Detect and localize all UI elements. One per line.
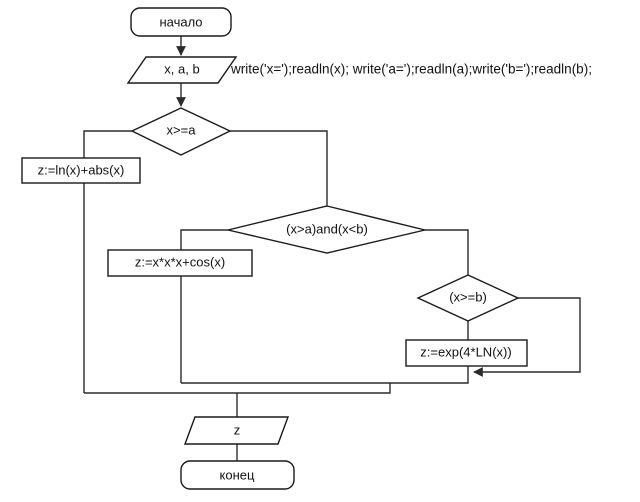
node-process3-box[interactable] [405,339,528,367]
node-decision1-diamond[interactable] [130,107,232,156]
connector-decision2-false-to-decision3 [425,229,469,275]
node-input-parallelogram[interactable] [126,56,238,84]
node-process2-label: z:=x*x*x+cos(x) [135,254,225,269]
connector-process3-to-merge [181,366,469,384]
connector-decision3-false-bypass [473,297,581,377]
node-end-terminator[interactable] [180,460,295,490]
node-decision3-diamond[interactable] [416,274,520,322]
connector-decision2-true-branch [180,229,228,383]
node-process1-label: z:=ln(x)+abs(x) [38,162,125,177]
node-end-label: конец [220,467,255,482]
node-process2-box[interactable] [107,249,253,277]
node-process3-label: z:=exp(4*LN(x)) [420,344,511,359]
node-decision2-diamond[interactable] [227,205,426,254]
node-decision3-label: (x>=b) [449,289,487,304]
node-input-annotation: write('x=');readln(x); write('a=');readl… [230,62,592,77]
node-decision2-label: (x>a)and(x<b) [286,221,368,236]
connector-merge-rail [84,383,391,394]
connector-decision1-true-branch [83,130,132,393]
node-output-parallelogram[interactable] [183,416,290,445]
node-input-label: x, a, b [164,61,199,76]
node-decision1-label: x>=a [167,122,197,137]
node-start-label: начало [159,14,202,29]
connector-decision1-false-to-decision2 [230,130,328,206]
node-start-terminator[interactable] [130,7,232,37]
node-process1-box[interactable] [21,157,141,184]
node-output-label: z [234,422,241,437]
